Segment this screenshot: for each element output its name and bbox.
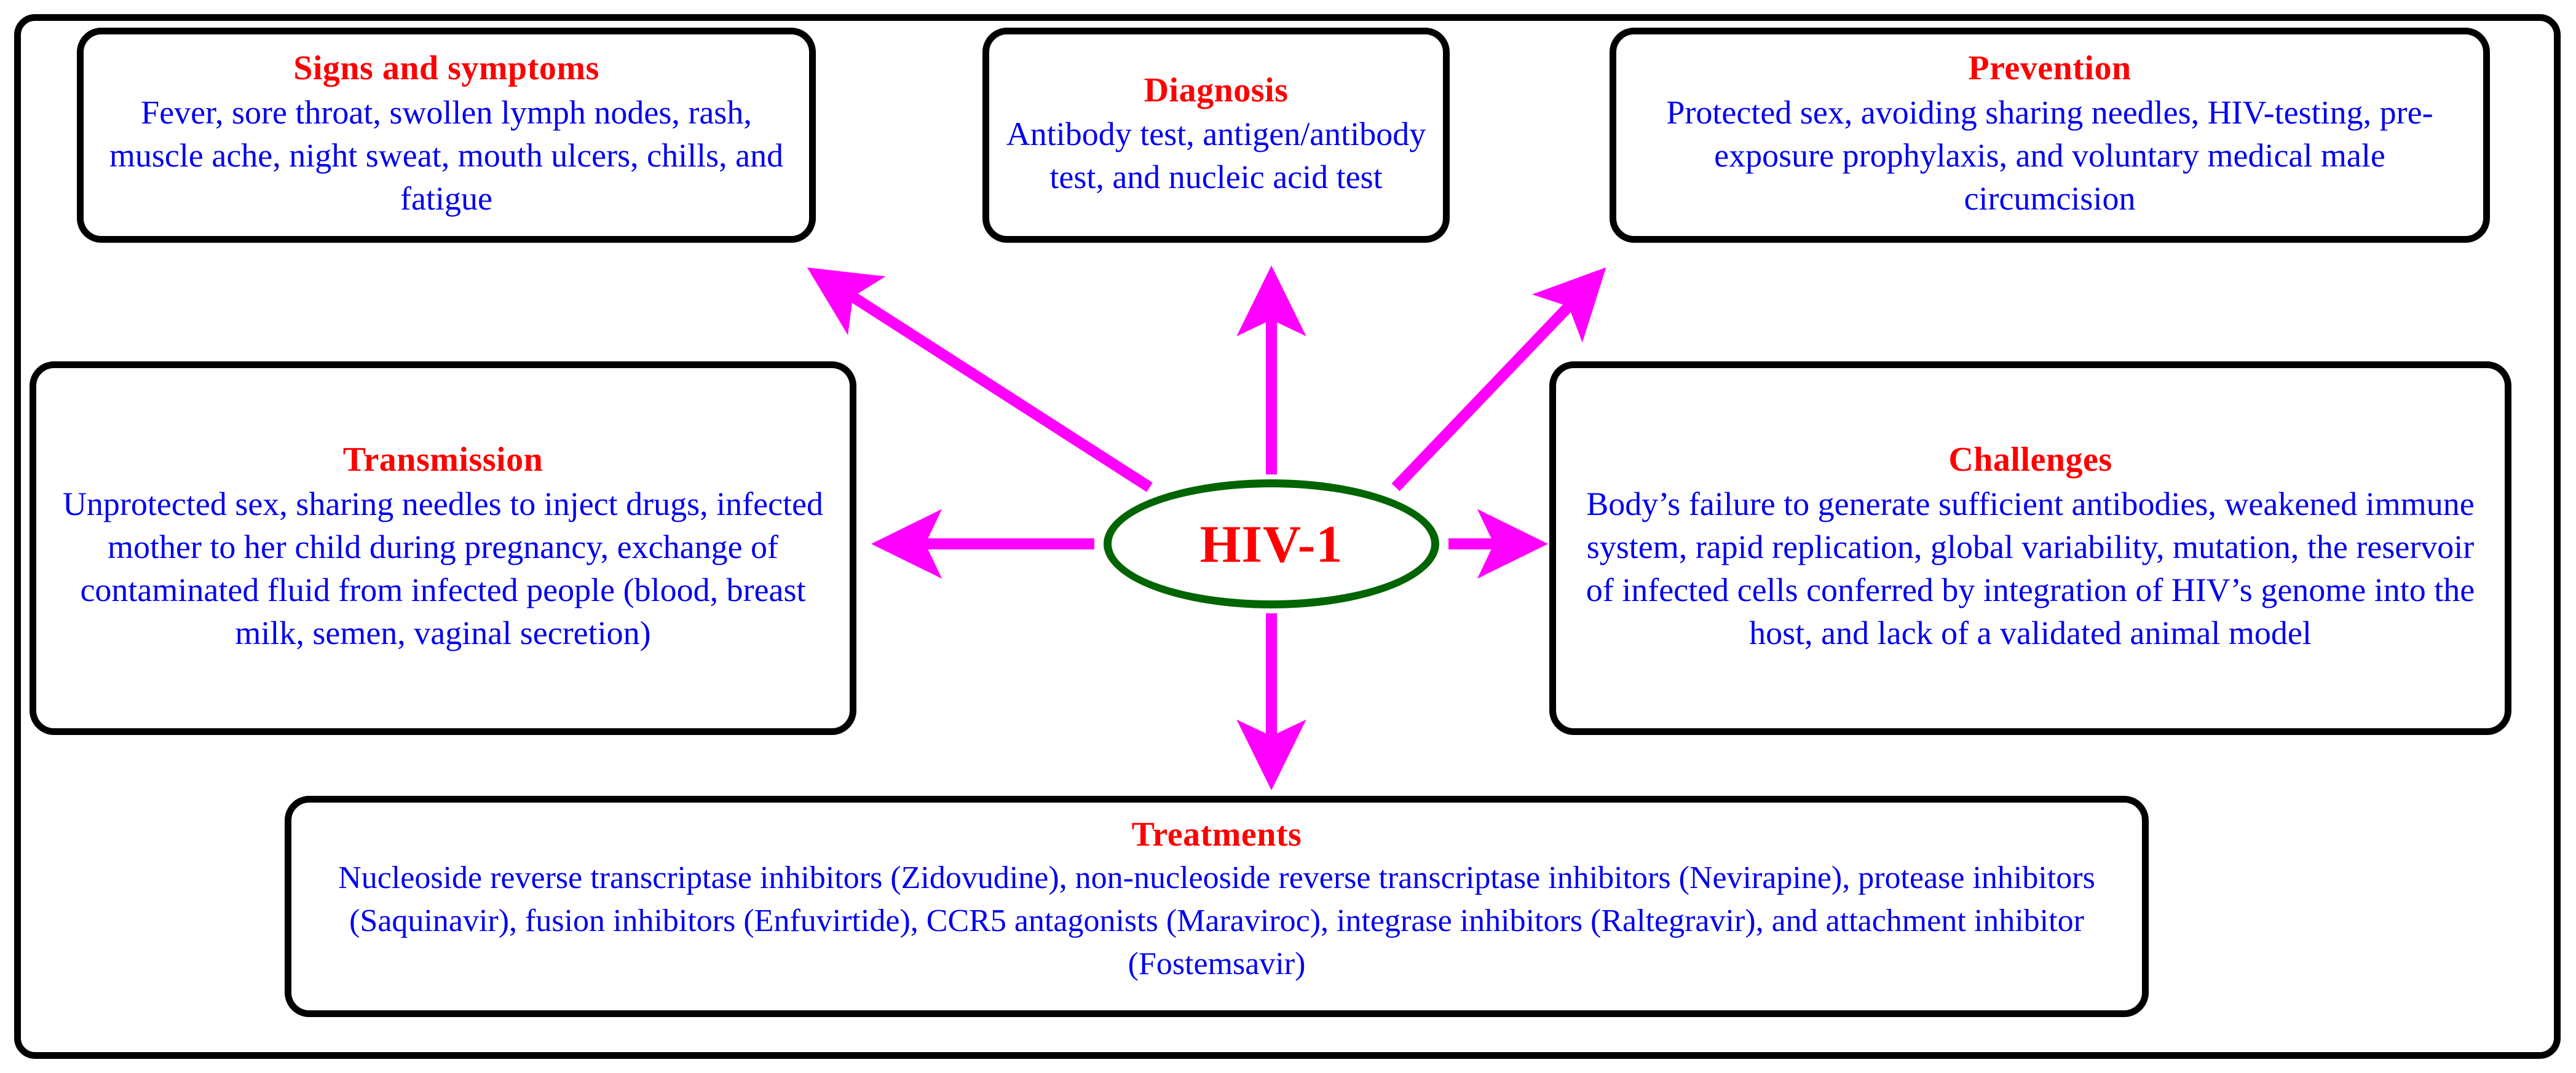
node-title: Prevention — [1968, 49, 2132, 88]
node-body: Nucleoside reverse transcriptase inhibit… — [338, 860, 2095, 981]
node-prevention[interactable]: Prevention Protected sex, avoiding shari… — [1610, 28, 2490, 243]
node-body: Antibody test, antigen/antibody test, an… — [1006, 116, 1426, 196]
node-treatments[interactable]: Treatments Nucleoside reverse transcript… — [285, 796, 2149, 1017]
node-title: Diagnosis — [1144, 71, 1289, 109]
node-body: Fever, sore throat, swollen lymph nodes,… — [109, 93, 784, 218]
node-challenges[interactable]: Challenges Body’s failure to generate su… — [1549, 361, 2511, 735]
node-signs-and-symptoms[interactable]: Signs and symptoms Fever, sore throat, s… — [77, 28, 816, 243]
center-node-hiv1[interactable]: HIV-1 — [1104, 479, 1439, 608]
node-body: Body’s failure to generate sufficient an… — [1586, 485, 2475, 652]
node-diagnosis[interactable]: Diagnosis Antibody test, antigen/antibod… — [982, 28, 1450, 243]
arrow-to-prevention — [1391, 267, 1606, 492]
node-body: Unprotected sex, sharing needles to inje… — [62, 485, 824, 652]
node-title: Signs and symptoms — [293, 49, 599, 88]
arrow-to-signs — [807, 267, 1153, 492]
node-transmission[interactable]: Transmission Unprotected sex, sharing ne… — [30, 361, 856, 735]
node-body: Protected sex, avoiding sharing needles,… — [1666, 93, 2433, 218]
center-node-label: HIV-1 — [1199, 514, 1343, 573]
outer-frame-border — [14, 14, 2561, 1059]
node-title: Transmission — [342, 441, 543, 479]
node-title: Challenges — [1948, 441, 2112, 479]
node-title: Treatments — [1131, 816, 1302, 854]
